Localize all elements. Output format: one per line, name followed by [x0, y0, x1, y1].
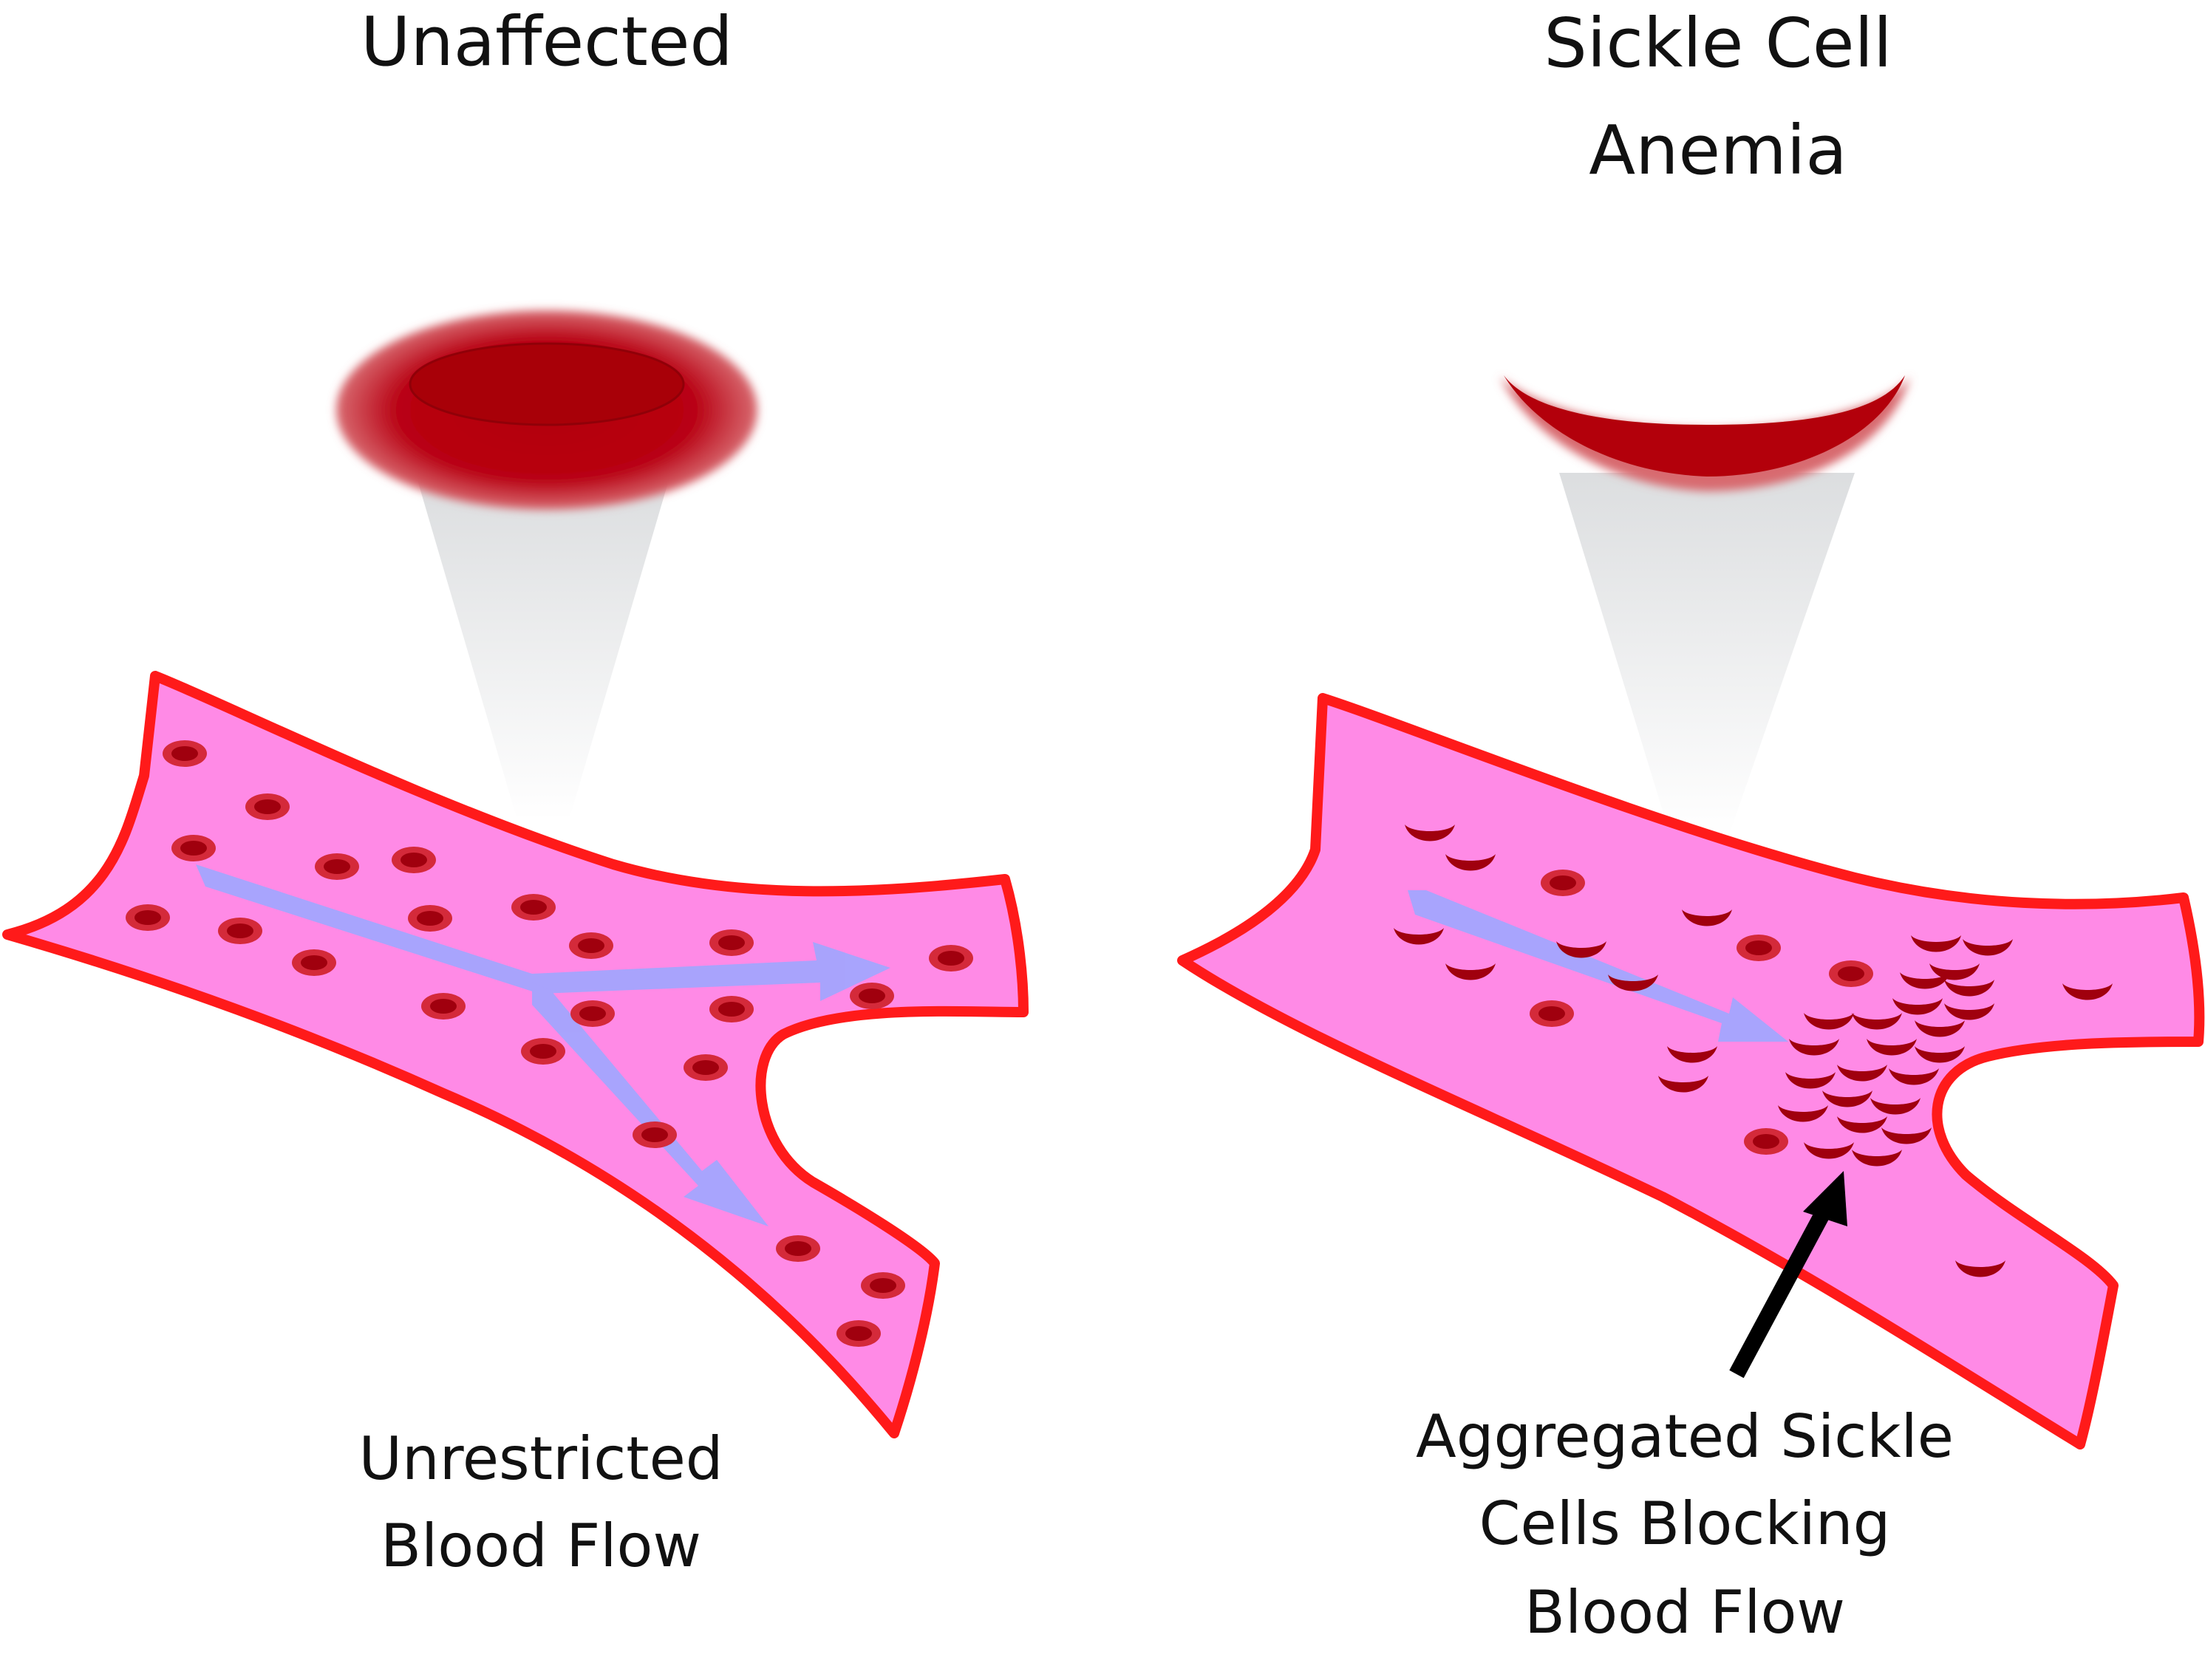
left-caption-line-1: Unrestricted [358, 1424, 723, 1493]
left-blood-vessel [2, 671, 1029, 1438]
pointer-arrow-icon [1729, 1171, 1847, 1379]
magnifier-beam-icon [1559, 473, 1855, 835]
right-caption-line-3: Blood Flow [1524, 1578, 1845, 1647]
right-caption-line-2: Cells Blocking [1479, 1489, 1891, 1558]
left-panel: Unaffected [2, 2, 1029, 1580]
sickle-cell-icon [1500, 375, 1910, 491]
left-panel-title: Unaffected [361, 2, 733, 81]
right-blood-vessel [1177, 693, 2205, 1449]
right-panel-title-line-2: Anemia [1589, 111, 1847, 190]
right-panel: Sickle Cell Anemia [1177, 4, 2205, 1647]
right-caption-line-1: Aggregated Sickle [1416, 1402, 1954, 1471]
left-caption-line-2: Blood Flow [381, 1512, 701, 1580]
magnifier-beam-icon [418, 480, 669, 820]
normal-red-blood-cell-icon [336, 310, 757, 510]
flow-arrow-icon [1408, 890, 1788, 1042]
right-panel-title-line-1: Sickle Cell [1544, 4, 1892, 83]
flow-arrow-icon [196, 864, 890, 1226]
